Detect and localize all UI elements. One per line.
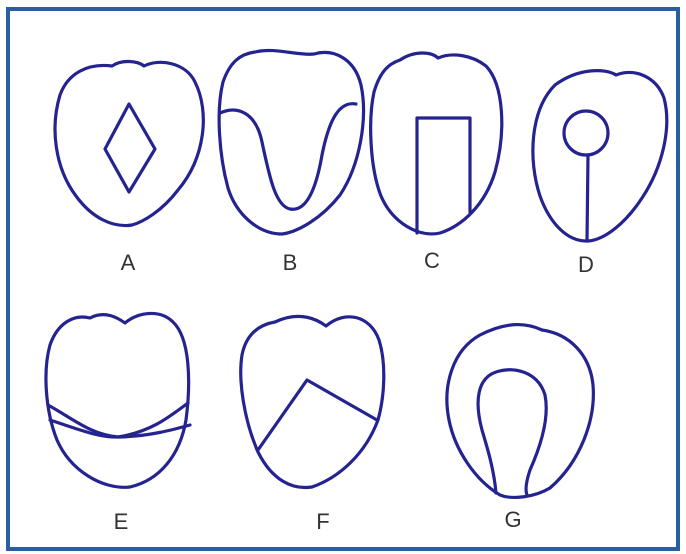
stem-d [587,155,588,241]
label-c: C [424,248,440,273]
label-f: F [316,509,329,534]
label-g: G [504,507,521,532]
label-a: A [121,250,136,275]
label-b: B [283,250,298,275]
label-d: D [578,252,594,277]
label-e: E [114,509,129,534]
